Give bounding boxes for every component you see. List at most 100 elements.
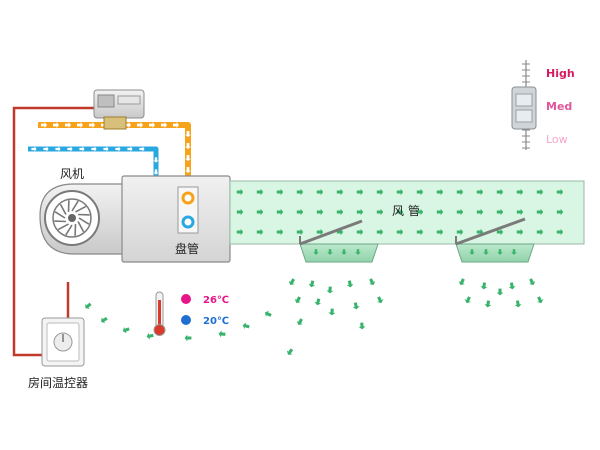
cold-pipe-arrow <box>91 146 97 152</box>
diffuser-arrow <box>369 278 376 286</box>
duct-arrow <box>356 228 364 236</box>
cold-pipe-arrow <box>43 146 49 152</box>
air-duct <box>229 180 585 245</box>
cold-pipe-arrow <box>153 157 159 163</box>
diffuser-arrow <box>308 280 316 288</box>
diffuser-arrow <box>294 296 302 303</box>
hot-pipe-arrow <box>77 122 83 128</box>
return-air-arrow <box>242 322 250 330</box>
diffuser-arrow <box>286 348 294 355</box>
diffuser-arrow <box>508 282 516 290</box>
diffuser-arrow <box>314 298 322 306</box>
duct-arrow <box>396 228 404 236</box>
speed-switch-icon <box>511 60 537 150</box>
duct-arrow <box>396 188 404 196</box>
duct-arrow <box>436 228 444 236</box>
return-air-arrow <box>101 316 108 324</box>
duct-arrow <box>316 208 324 216</box>
duct-arrow <box>536 188 544 196</box>
diffuser-arrow <box>511 249 517 255</box>
cold-temp-dot <box>181 315 191 325</box>
diffuser-arrow <box>313 249 319 255</box>
hot-pipe-arrow <box>65 122 71 128</box>
cold-pipe-arrow <box>153 169 159 175</box>
cold-pipe-arrow <box>31 146 37 152</box>
diffuser-arrow <box>346 280 354 288</box>
hot-pipe-arrow <box>149 122 155 128</box>
return-air-arrow <box>146 332 154 340</box>
duct-arrow <box>316 228 324 236</box>
diffuser-airflow-arrows <box>286 249 544 355</box>
duct-arrow <box>536 228 544 236</box>
hot-pipe-arrow <box>41 122 47 128</box>
duct-arrow <box>496 228 504 236</box>
duct-arrow <box>276 228 284 236</box>
thermostat-icon <box>41 317 85 367</box>
diffuser-left <box>299 219 379 263</box>
diffuser-arrow <box>514 300 522 308</box>
hot-pipe-arrow <box>173 122 179 128</box>
diffuser-arrow <box>464 296 471 304</box>
hot-pipe-arrow <box>125 122 131 128</box>
duct-arrow <box>416 208 424 216</box>
duct-arrow <box>556 228 564 236</box>
diffuser-arrow <box>358 322 366 330</box>
diffuser-arrow <box>497 249 503 255</box>
duct-arrow <box>436 188 444 196</box>
duct-arrow <box>396 208 404 216</box>
duct-arrow <box>516 228 524 236</box>
hot-pipe-arrow <box>53 122 59 128</box>
duct-arrow <box>256 208 264 216</box>
duct-arrow <box>336 188 344 196</box>
duct-arrow <box>456 208 464 216</box>
duct-arrow <box>356 208 364 216</box>
cold-pipe-arrow <box>115 146 121 152</box>
speed-med-label: Med <box>546 100 572 113</box>
return-air-arrow <box>85 302 92 310</box>
return-air-arrow <box>122 327 130 334</box>
diffuser-arrow <box>328 308 336 316</box>
duct-arrow <box>476 188 484 196</box>
diffuser-arrow <box>480 282 488 290</box>
duct-label: 风 管 <box>392 203 420 218</box>
diffuser-right <box>455 217 535 263</box>
fan-label: 风机 <box>60 167 84 181</box>
duct-arrow <box>416 228 424 236</box>
diffuser-arrow <box>529 278 536 286</box>
duct-arrow <box>376 208 384 216</box>
duct-arrow <box>236 228 244 236</box>
duct-arrow <box>456 188 464 196</box>
duct-arrow <box>236 188 244 196</box>
hot-pipe-arrows <box>41 122 191 185</box>
duct-arrow <box>376 228 384 236</box>
coil-label: 盘管 <box>175 241 199 256</box>
fan-blade <box>54 211 66 219</box>
diffuser-arrow <box>377 296 384 304</box>
duct-arrow <box>556 188 564 196</box>
duct-arrow <box>336 228 344 236</box>
return-air-arrows <box>85 302 272 342</box>
cold-pipe-arrow <box>67 146 73 152</box>
duct-arrow <box>556 208 564 216</box>
diffuser-arrow <box>352 302 360 310</box>
duct-arrow <box>516 208 524 216</box>
fan-impeller-icon <box>44 190 100 246</box>
return-air-arrow <box>264 310 272 317</box>
duct-arrow <box>416 188 424 196</box>
hot-water-pipe <box>38 122 191 196</box>
hot-pipe-arrow <box>185 131 191 137</box>
duct-arrow <box>296 208 304 216</box>
hot-pipe-arrow <box>161 122 167 128</box>
duct-arrow <box>496 208 504 216</box>
return-air-arrow <box>184 334 192 342</box>
hot-pipe-arrow <box>137 122 143 128</box>
duct-arrow <box>276 188 284 196</box>
cold-pipe-arrow <box>139 146 145 152</box>
duct-arrow <box>436 208 444 216</box>
diffuser-arrow <box>469 249 475 255</box>
cold-pipe-arrow <box>103 146 109 152</box>
duct-arrow <box>296 228 304 236</box>
fan-blade <box>65 224 73 236</box>
fan-blade <box>77 221 85 233</box>
